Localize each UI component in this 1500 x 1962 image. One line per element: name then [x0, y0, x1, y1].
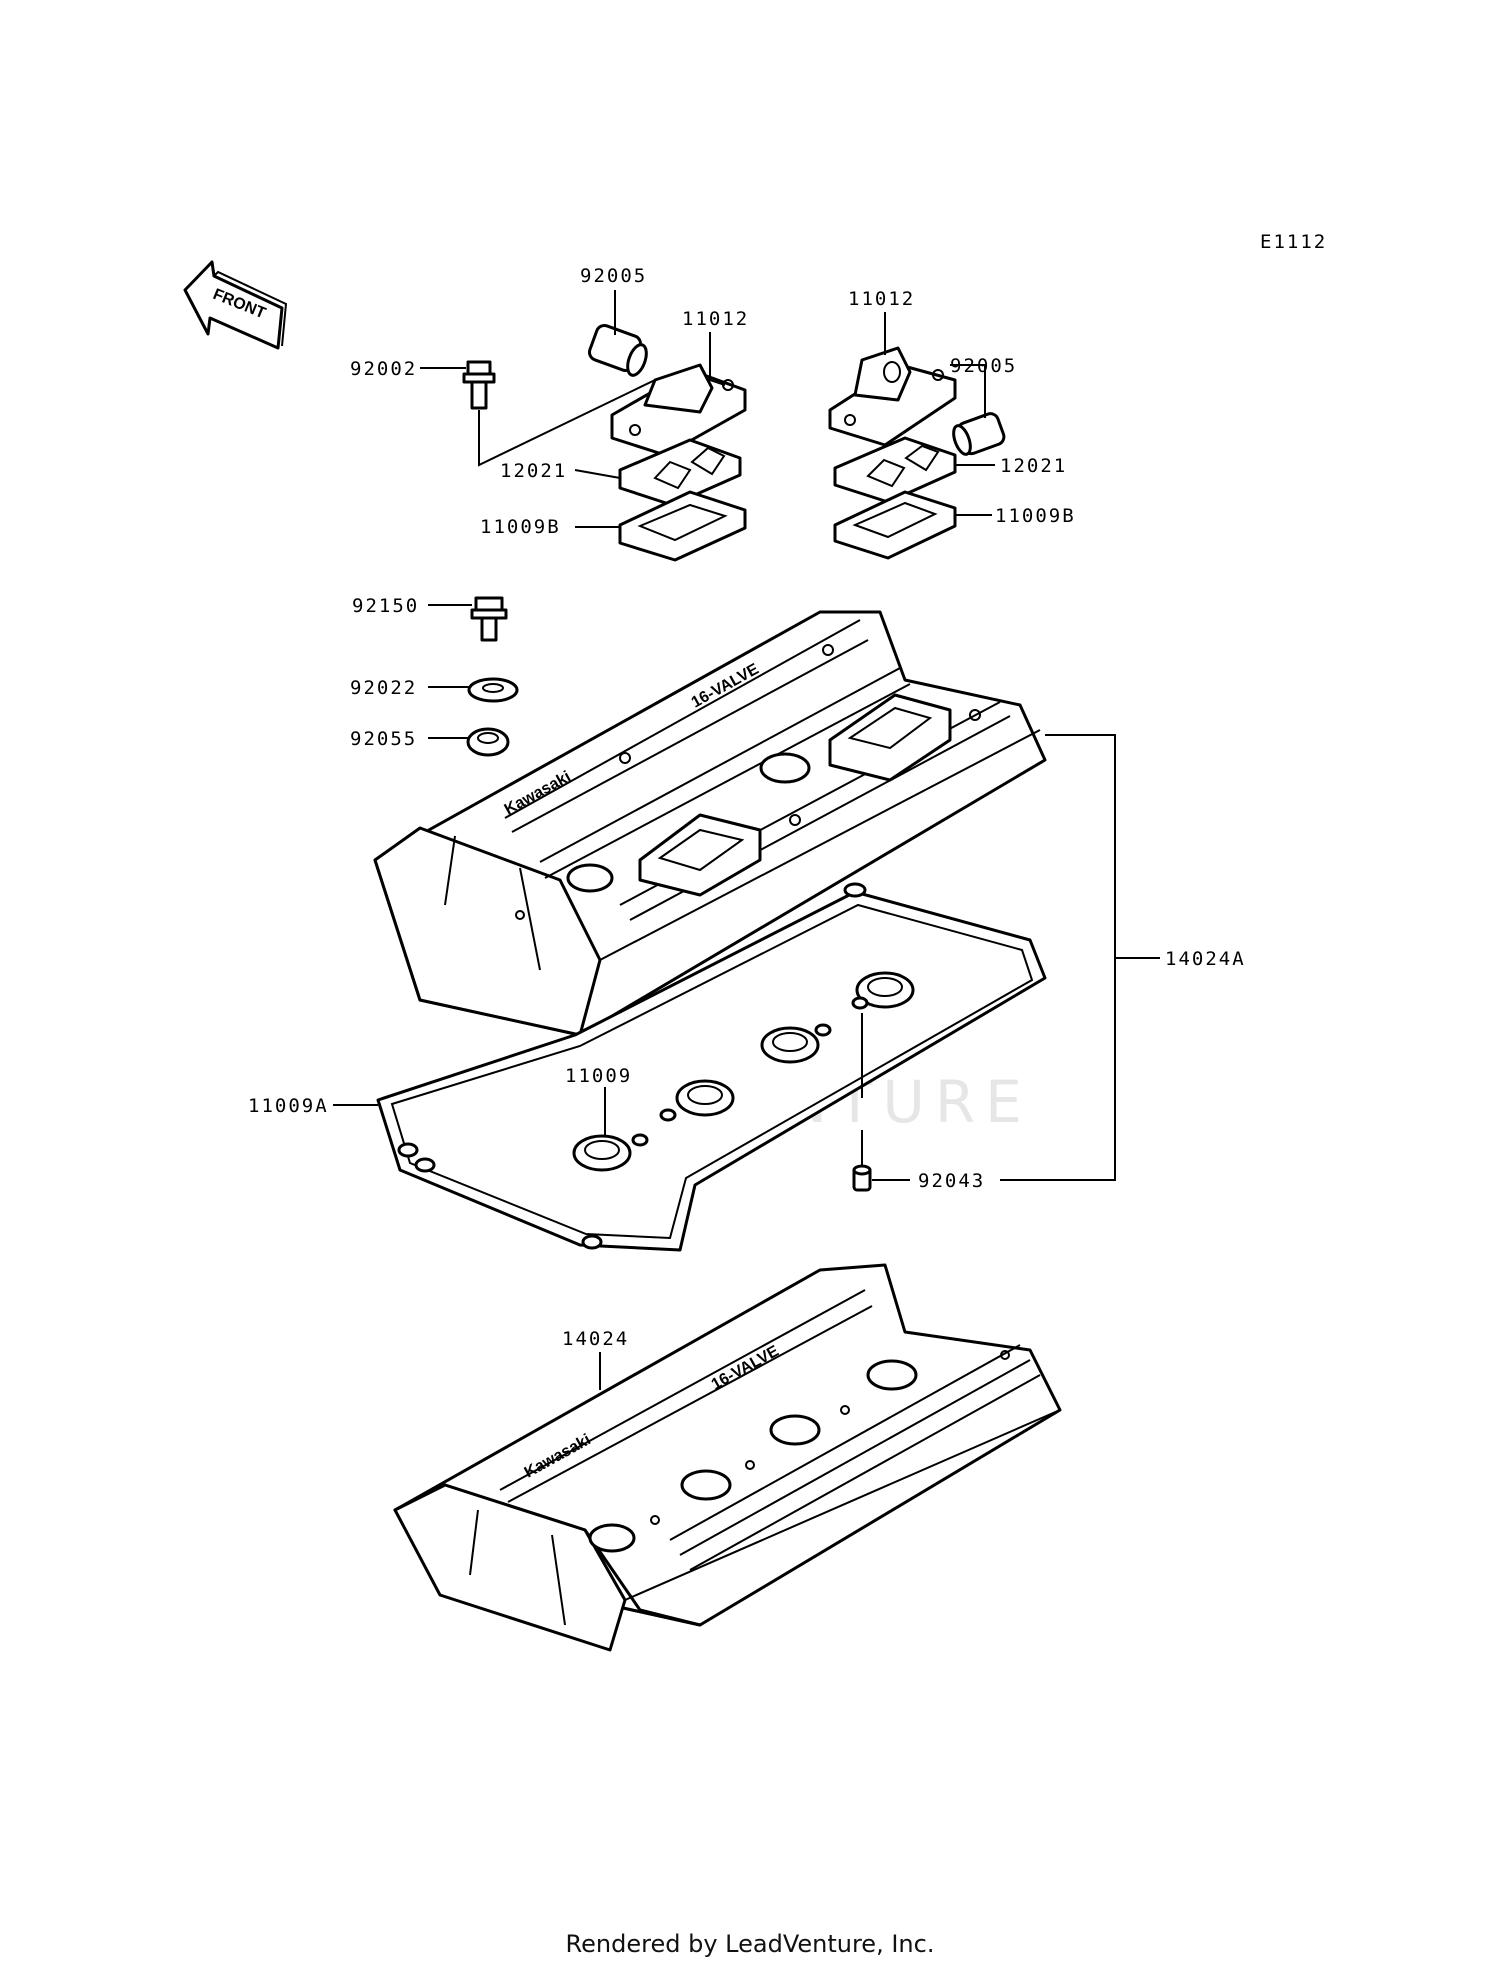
label-11012-right: 11012	[848, 288, 915, 310]
gasket-11009B-right	[833, 490, 957, 560]
label-92022: 92022	[350, 677, 417, 699]
leader-lines	[333, 290, 1160, 1390]
label-11009B-left: 11009B	[480, 516, 561, 538]
pipe-92005-left	[587, 323, 648, 377]
reed-valve-12021-left	[618, 438, 742, 507]
reed-cover-11012-right	[828, 346, 957, 447]
front-arrow-icon: FRONT	[183, 260, 288, 350]
diagram-code: E1112	[1260, 231, 1327, 253]
label-11009: 11009	[565, 1065, 632, 1087]
label-92005-left: 92005	[580, 265, 647, 287]
label-14024: 14024	[562, 1328, 629, 1350]
label-11009A: 11009A	[248, 1095, 329, 1117]
label-92150: 92150	[352, 595, 419, 617]
reed-valve-12021-right	[833, 436, 957, 504]
label-11009B-right: 11009B	[995, 505, 1076, 527]
cylinder-head-cover-14024A: Kawasaki 16-VALVE	[373, 610, 1047, 1037]
label-92005-right: 92005	[950, 355, 1017, 377]
cylinder-head-cover-14024: Kawasaki 16-VALVE	[393, 1263, 1062, 1652]
plug-hole-seals-11009	[572, 971, 915, 1172]
footer-credit: Rendered by LeadVenture, Inc.	[565, 1930, 935, 1958]
label-11012-left: 11012	[682, 308, 749, 330]
pipe-92005-right	[952, 412, 1006, 456]
grommet-92055	[466, 727, 510, 757]
gasket-11009B-left	[618, 490, 747, 562]
dowel-pin-92043	[852, 1164, 872, 1192]
label-92055: 92055	[350, 728, 417, 750]
label-92043: 92043	[918, 1170, 985, 1192]
washer-92022	[467, 677, 519, 703]
label-12021-left: 12021	[500, 460, 567, 482]
label-92002: 92002	[350, 358, 417, 380]
bolt-92002	[462, 360, 496, 410]
reed-cover-11012-left	[610, 363, 747, 457]
part-labels: 92005 11012 92002 12021 11009B 11012 920…	[248, 265, 1246, 1350]
label-12021-right: 12021	[1000, 455, 1067, 477]
label-14024A: 14024A	[1165, 948, 1246, 970]
bolt-92150	[470, 596, 508, 642]
